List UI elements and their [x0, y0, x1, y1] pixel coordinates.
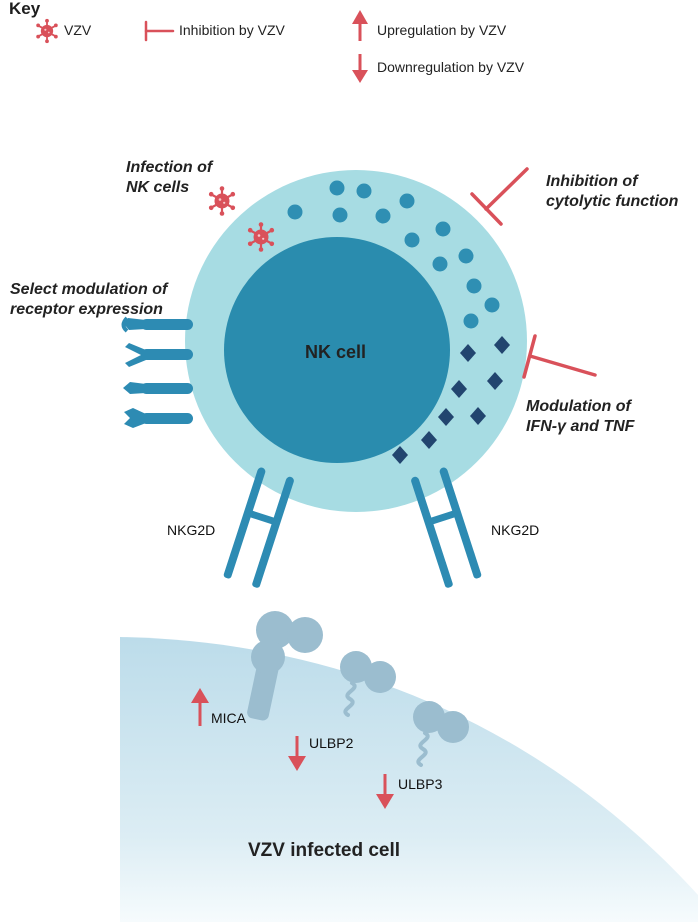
cytokine-diamond	[421, 431, 437, 449]
inhibition-line-1: Inhibition of	[546, 173, 638, 190]
inhibition-cytokine-icon	[522, 334, 597, 379]
activating-receptors	[121, 316, 193, 428]
ulbp3-down-arrow-icon	[376, 774, 394, 809]
granule	[375, 208, 391, 224]
cytokine-diamond	[451, 380, 467, 398]
granule	[463, 313, 479, 329]
granule	[356, 183, 372, 199]
cytokine-diamond	[392, 446, 408, 464]
infection-annotation: Infection of NK cells	[126, 158, 212, 198]
granule	[466, 278, 482, 294]
vzv-virus-icon	[207, 185, 237, 217]
infected-cell-label: VZV infected cell	[248, 840, 401, 861]
granule	[287, 204, 303, 220]
cytokine-modulation-annotation: Modulation of IFN-γ and TNF	[526, 397, 634, 437]
modulation-line-2: IFN-γ and TNF	[526, 418, 635, 435]
key-vzv-label: VZV	[64, 22, 92, 38]
ulbp2-label: ULBP2	[309, 735, 354, 751]
nk-cell-label: NK cell	[305, 342, 367, 362]
inhibition-cytolytic-icon	[470, 167, 529, 226]
key-down-arrow-icon	[352, 54, 368, 83]
nkg2d-right-label: NKG2D	[491, 522, 540, 538]
ulbp2-down-arrow-icon	[288, 736, 306, 771]
key-inhibition-label: Inhibition by VZV	[179, 22, 285, 38]
ulbp3-ligand	[413, 701, 469, 767]
infection-line-1: Infection of	[126, 159, 213, 176]
cytokine-granules	[392, 336, 510, 464]
key-title: Key	[9, 0, 41, 18]
cytokine-diamond	[494, 336, 510, 354]
key-downregulation-label: Downregulation by VZV	[377, 59, 525, 75]
ulbp2-ligand	[340, 651, 396, 717]
mica-label: MICA	[211, 710, 246, 726]
mica-ligand	[247, 611, 323, 721]
modulation-line-1: Modulation of	[526, 398, 631, 415]
granule	[484, 297, 500, 313]
key-upregulation-label: Upregulation by VZV	[377, 22, 507, 38]
cytolytic-granules	[287, 180, 500, 329]
nk-cell-nucleus	[224, 237, 450, 463]
select-line-1: Select modulation of	[10, 281, 168, 298]
key-inhibition-icon	[144, 20, 175, 42]
granule	[404, 232, 420, 248]
key-up-arrow-icon	[352, 10, 368, 41]
granule	[432, 256, 448, 272]
cytokine-diamond	[470, 407, 486, 425]
cytokine-diamond	[460, 344, 476, 362]
infection-line-2: NK cells	[126, 179, 190, 196]
inhibition-line-2: cytolytic function	[546, 193, 679, 210]
granule	[399, 193, 415, 209]
granule	[332, 207, 348, 223]
select-line-2: receptor expression	[10, 301, 163, 318]
key-virus-icon	[35, 17, 59, 45]
granule	[458, 248, 474, 264]
cytokine-diamond	[438, 408, 454, 426]
mica-up-arrow-icon	[191, 688, 209, 726]
cytokine-diamond	[487, 372, 503, 390]
granule	[435, 221, 451, 237]
granule	[329, 180, 345, 196]
inhibition-annotation: Inhibition of cytolytic function	[546, 172, 678, 212]
ulbp3-label: ULBP3	[398, 776, 443, 792]
receptor-modulation-annotation: Select modulation of receptor expression	[10, 280, 167, 320]
nkg2d-left-label: NKG2D	[167, 522, 216, 538]
